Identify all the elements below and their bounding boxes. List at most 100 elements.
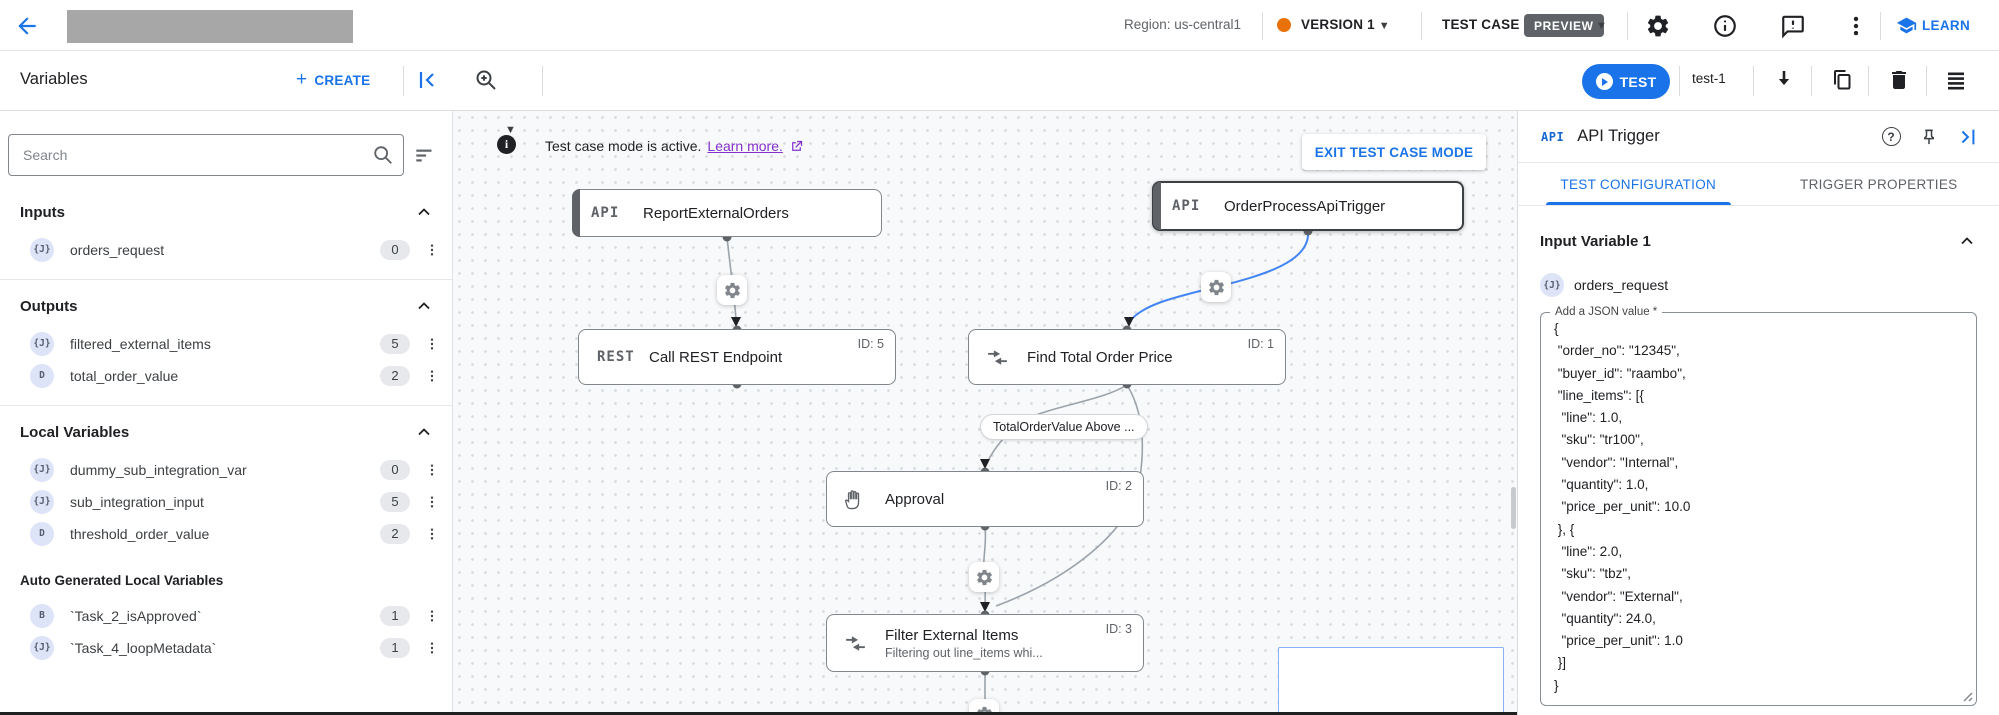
canvas-scrollbar[interactable] bbox=[1511, 487, 1516, 529]
collapse-panel-icon[interactable] bbox=[415, 68, 441, 94]
edge-gear-icon[interactable] bbox=[969, 562, 999, 592]
divider bbox=[1926, 66, 1927, 96]
back-arrow-icon[interactable] bbox=[14, 13, 40, 39]
plus-icon: + bbox=[296, 69, 308, 90]
section-header-outputs: Outputs bbox=[0, 296, 452, 316]
json-type-icon: {J} bbox=[30, 489, 54, 514]
usage-count-badge: 1 bbox=[380, 637, 410, 658]
version-dropdown[interactable]: VERSION 1 ▼ bbox=[1301, 17, 1390, 32]
section-header-auto-generated: Auto Generated Local Variables bbox=[20, 573, 224, 588]
test-case-caret[interactable]: ▼ bbox=[1596, 20, 1608, 32]
variable-row: {J} orders_request bbox=[1540, 273, 1977, 297]
feedback-icon[interactable] bbox=[1780, 13, 1806, 39]
exit-test-case-mode-button[interactable]: EXIT TEST CASE MODE bbox=[1302, 134, 1486, 170]
test-case-label: TEST CASE bbox=[1442, 17, 1520, 32]
chevron-up-icon[interactable] bbox=[414, 296, 434, 316]
divider bbox=[0, 405, 452, 406]
test-case-name[interactable]: test-1 bbox=[1692, 71, 1726, 86]
double-type-icon: D bbox=[30, 521, 54, 546]
chevron-up-icon[interactable] bbox=[414, 422, 434, 442]
divider bbox=[1627, 12, 1628, 40]
node-order-process-api-trigger[interactable]: API OrderProcessApiTrigger bbox=[1152, 181, 1464, 231]
node-find-total-order-price[interactable]: Find Total Order Price ID: 1 bbox=[968, 329, 1286, 385]
usage-count-badge: 0 bbox=[380, 459, 410, 480]
json-value-field[interactable]: Add a JSON value * { "order_no": "12345"… bbox=[1540, 306, 1977, 707]
variable-row[interactable]: B `Task_2_isApproved` 1 bbox=[30, 602, 440, 629]
workflow-canvas[interactable]: i Test case mode is active. Learn more. … bbox=[453, 111, 1517, 715]
row-menu-icon[interactable] bbox=[424, 366, 440, 386]
json-type-icon: {J} bbox=[30, 635, 54, 660]
divider bbox=[1753, 66, 1754, 96]
node-approval[interactable]: Approval ID: 2 bbox=[826, 471, 1144, 527]
node-report-external-orders[interactable]: API ReportExternalOrders bbox=[572, 189, 882, 237]
zoom-caret[interactable]: ▼ bbox=[505, 124, 517, 136]
row-menu-icon[interactable] bbox=[424, 240, 440, 260]
json-value-textarea[interactable]: { "order_no": "12345", "buyer_id": "raam… bbox=[1554, 321, 1691, 693]
usage-count-badge: 5 bbox=[380, 491, 410, 512]
settings-gear-icon[interactable] bbox=[1645, 13, 1671, 39]
region-label: Region: us-central1 bbox=[1124, 17, 1242, 32]
variable-row[interactable]: D total_order_value 2 bbox=[30, 362, 440, 389]
row-menu-icon[interactable] bbox=[424, 334, 440, 354]
row-menu-icon[interactable] bbox=[424, 606, 440, 626]
play-icon bbox=[1595, 73, 1613, 90]
learn-more-link[interactable]: Learn more. bbox=[707, 138, 783, 154]
test-button[interactable]: TEST bbox=[1582, 64, 1670, 99]
row-menu-icon[interactable] bbox=[424, 638, 440, 658]
download-icon[interactable] bbox=[1772, 68, 1798, 94]
edge-gear-icon[interactable] bbox=[969, 699, 999, 715]
variable-row[interactable]: {J} orders_request 0 bbox=[30, 236, 440, 263]
tab-test-configuration[interactable]: TEST CONFIGURATION bbox=[1518, 163, 1759, 205]
json-type-icon: {J} bbox=[30, 237, 54, 262]
test-mode-banner: Test case mode is active. Learn more. bbox=[545, 138, 804, 154]
variable-row[interactable]: {J} sub_integration_input 5 bbox=[30, 488, 440, 515]
window-bottom-edge bbox=[0, 712, 1517, 715]
log-list-icon[interactable] bbox=[1944, 68, 1970, 94]
panel-header: API API Trigger ? bbox=[1518, 111, 1999, 163]
zoom-dropdown[interactable] bbox=[474, 68, 500, 94]
resize-handle-icon[interactable] bbox=[1962, 691, 1973, 702]
variable-row[interactable]: D threshold_order_value 2 bbox=[30, 520, 440, 547]
sort-icon[interactable] bbox=[412, 142, 438, 168]
usage-count-badge: 2 bbox=[380, 365, 410, 386]
copy-icon[interactable] bbox=[1830, 68, 1856, 94]
approval-hand-icon bbox=[843, 488, 869, 511]
more-options-icon[interactable] bbox=[1843, 13, 1859, 39]
create-variable-button[interactable]: + CREATE bbox=[296, 69, 371, 90]
edge-gear-icon[interactable] bbox=[717, 275, 747, 305]
panel-tabs: TEST CONFIGURATION TRIGGER PROPERTIES bbox=[1518, 163, 1999, 206]
node-filter-external-items[interactable]: Filter External Items Filtering out line… bbox=[826, 614, 1144, 672]
row-menu-icon[interactable] bbox=[424, 460, 440, 480]
preview-badge[interactable]: PREVIEW bbox=[1524, 14, 1604, 37]
edge-condition-label[interactable]: TotalOrderValue Above ... bbox=[980, 414, 1148, 440]
collapse-panel-right-icon[interactable] bbox=[1955, 125, 1979, 149]
json-type-icon: {J} bbox=[30, 457, 54, 482]
chevron-up-icon[interactable] bbox=[1957, 231, 1977, 251]
row-menu-icon[interactable] bbox=[424, 492, 440, 512]
api-trigger-tag: API bbox=[1172, 198, 1201, 214]
edge-gear-icon[interactable] bbox=[1201, 272, 1231, 302]
delete-icon[interactable] bbox=[1887, 68, 1913, 94]
canvas-note-box[interactable] bbox=[1278, 647, 1504, 715]
task-id-label: ID: 1 bbox=[1247, 337, 1274, 351]
variable-row[interactable]: {J} filtered_external_items 5 bbox=[30, 330, 440, 357]
search-input[interactable] bbox=[8, 134, 404, 176]
divider bbox=[1880, 12, 1881, 40]
task-id-label: ID: 3 bbox=[1105, 622, 1132, 636]
usage-count-badge: 2 bbox=[380, 523, 410, 544]
variable-row[interactable]: {J} `Task_4_loopMetadata` 1 bbox=[30, 634, 440, 661]
row-menu-icon[interactable] bbox=[424, 524, 440, 544]
chevron-up-icon[interactable] bbox=[414, 202, 434, 222]
node-call-rest-endpoint[interactable]: REST Call REST Endpoint ID: 5 bbox=[578, 329, 896, 385]
pin-icon[interactable] bbox=[1917, 125, 1941, 149]
variables-toolbar: Variables + CREATE ▼ TEST test-1 bbox=[0, 51, 1999, 136]
divider bbox=[542, 66, 543, 96]
learn-button[interactable]: LEARN bbox=[1896, 15, 1970, 36]
help-icon[interactable]: ? bbox=[1879, 125, 1903, 149]
info-icon[interactable] bbox=[1712, 13, 1738, 39]
json-type-icon: {J} bbox=[1540, 273, 1564, 297]
variables-panel-title: Variables bbox=[20, 70, 88, 88]
tab-trigger-properties[interactable]: TRIGGER PROPERTIES bbox=[1800, 176, 1958, 192]
variable-row[interactable]: {J} dummy_sub_integration_var 0 bbox=[30, 456, 440, 483]
task-id-label: ID: 2 bbox=[1105, 479, 1132, 493]
